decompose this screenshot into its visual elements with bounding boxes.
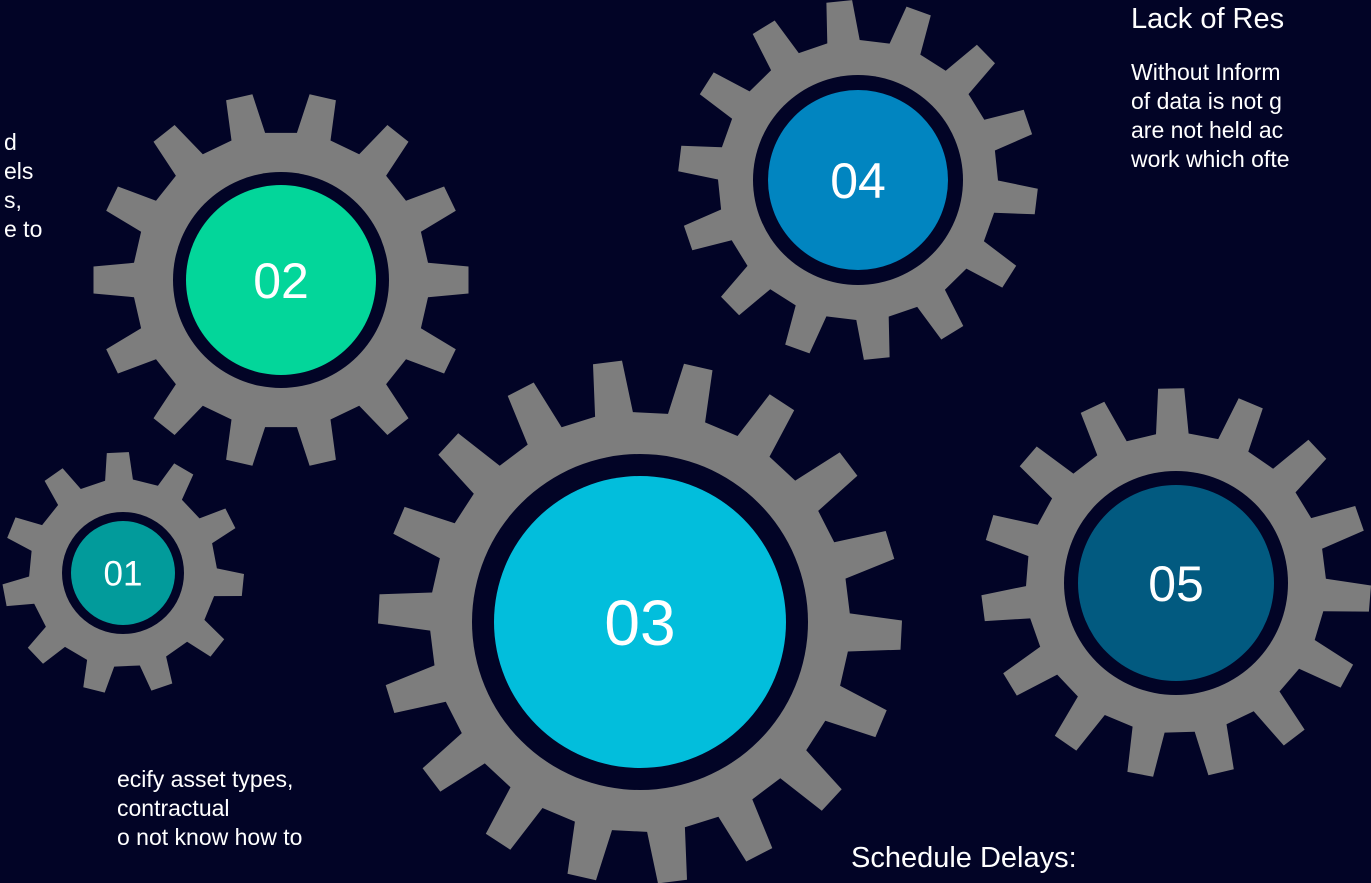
gear-01: 01 — [2, 452, 244, 693]
gear-05-hub — [1078, 485, 1274, 681]
gear-02-description-line-3: s, — [4, 186, 22, 215]
gear-04-description-line-4: work which ofte — [1131, 146, 1290, 172]
gear-02-number: 02 — [253, 253, 309, 309]
gear-04-description-line-2: of data is not g — [1131, 88, 1282, 114]
gear-03-title: Schedule Delays: — [851, 842, 1077, 874]
gear-04-number: 04 — [830, 153, 886, 209]
gear-02: 02 — [93, 94, 469, 466]
gear-01-description-line-2: contractual — [117, 795, 230, 821]
gear-04-hub — [768, 90, 948, 270]
gear-02-description-line-1: d — [4, 129, 17, 155]
gear-02-description-underlined-word: s — [4, 187, 16, 213]
gear-03: 03 — [378, 360, 902, 883]
gear-02-hub — [186, 185, 376, 375]
gear-04-title: Lack of Res — [1131, 3, 1285, 35]
gear-02-description-line-4: e to — [4, 216, 43, 242]
gear-01-description-line-3: o not know how to — [117, 824, 303, 850]
gear-02-description-line-2: els — [4, 158, 34, 184]
gear-01-description-line-1: ecify asset types, — [117, 766, 294, 792]
gear-03-number: 03 — [604, 587, 675, 659]
gear-01-number: 01 — [104, 555, 143, 594]
gear-01-hub — [71, 521, 175, 625]
gear-03-hub — [494, 476, 786, 768]
gear-04-description-line-1: Without Inform — [1131, 59, 1281, 85]
gear-04: 04 — [678, 0, 1038, 360]
gear-05-number: 05 — [1148, 556, 1204, 612]
gear-04-description-line-3: are not held ac — [1131, 117, 1284, 143]
gear-02-description-punctuation: , — [15, 187, 22, 213]
gear-05: 05 — [981, 388, 1371, 777]
